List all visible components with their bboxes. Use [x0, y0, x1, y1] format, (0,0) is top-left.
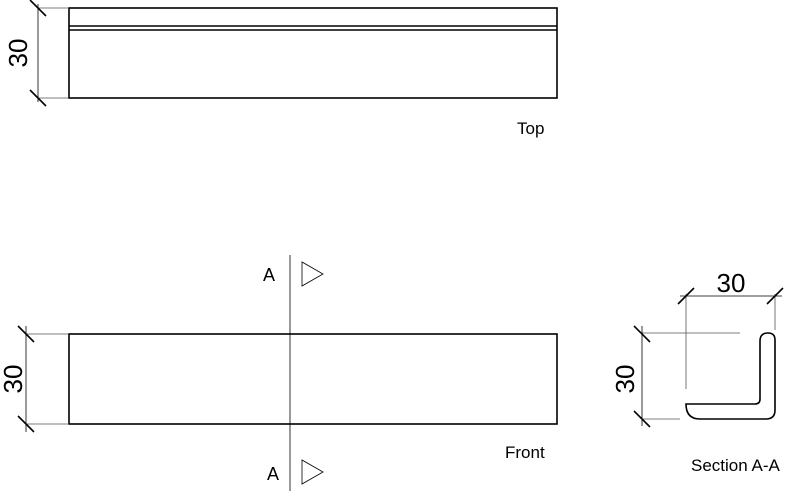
front-view: 30 Front — [0, 325, 558, 462]
section-profile — [685, 332, 776, 420]
front-dim-tick-top — [17, 325, 35, 343]
section-a-a-view: 30 30 Section A-A — [610, 268, 784, 475]
front-view-outline — [68, 333, 558, 425]
front-dim-tick-bottom — [17, 415, 35, 433]
top-view-label: Top — [517, 119, 544, 138]
top-view-outline — [68, 7, 558, 99]
section-arrow-top-icon — [301, 261, 324, 287]
top-dim-tick-bottom — [29, 89, 47, 107]
section-width-tick-left — [677, 287, 695, 305]
front-dimension-label: 30 — [0, 365, 28, 394]
section-width-tick-right — [766, 287, 784, 305]
front-view-label: Front — [505, 443, 545, 462]
section-cut-marker: A A — [263, 255, 324, 491]
top-dim-tick-top — [29, 0, 47, 17]
section-marker-top-letter: A — [263, 265, 275, 285]
section-height-tick-top — [633, 325, 651, 343]
section-view-label: Section A-A — [691, 456, 780, 475]
section-height-dimension-label: 30 — [610, 365, 640, 394]
top-dimension-label: 30 — [3, 39, 33, 68]
section-height-tick-bottom — [633, 410, 651, 428]
section-width-dimension-label: 30 — [717, 268, 746, 298]
top-view: 30 Top — [3, 0, 558, 138]
section-arrow-bottom-icon — [301, 459, 324, 485]
section-marker-bottom-letter: A — [267, 464, 279, 484]
